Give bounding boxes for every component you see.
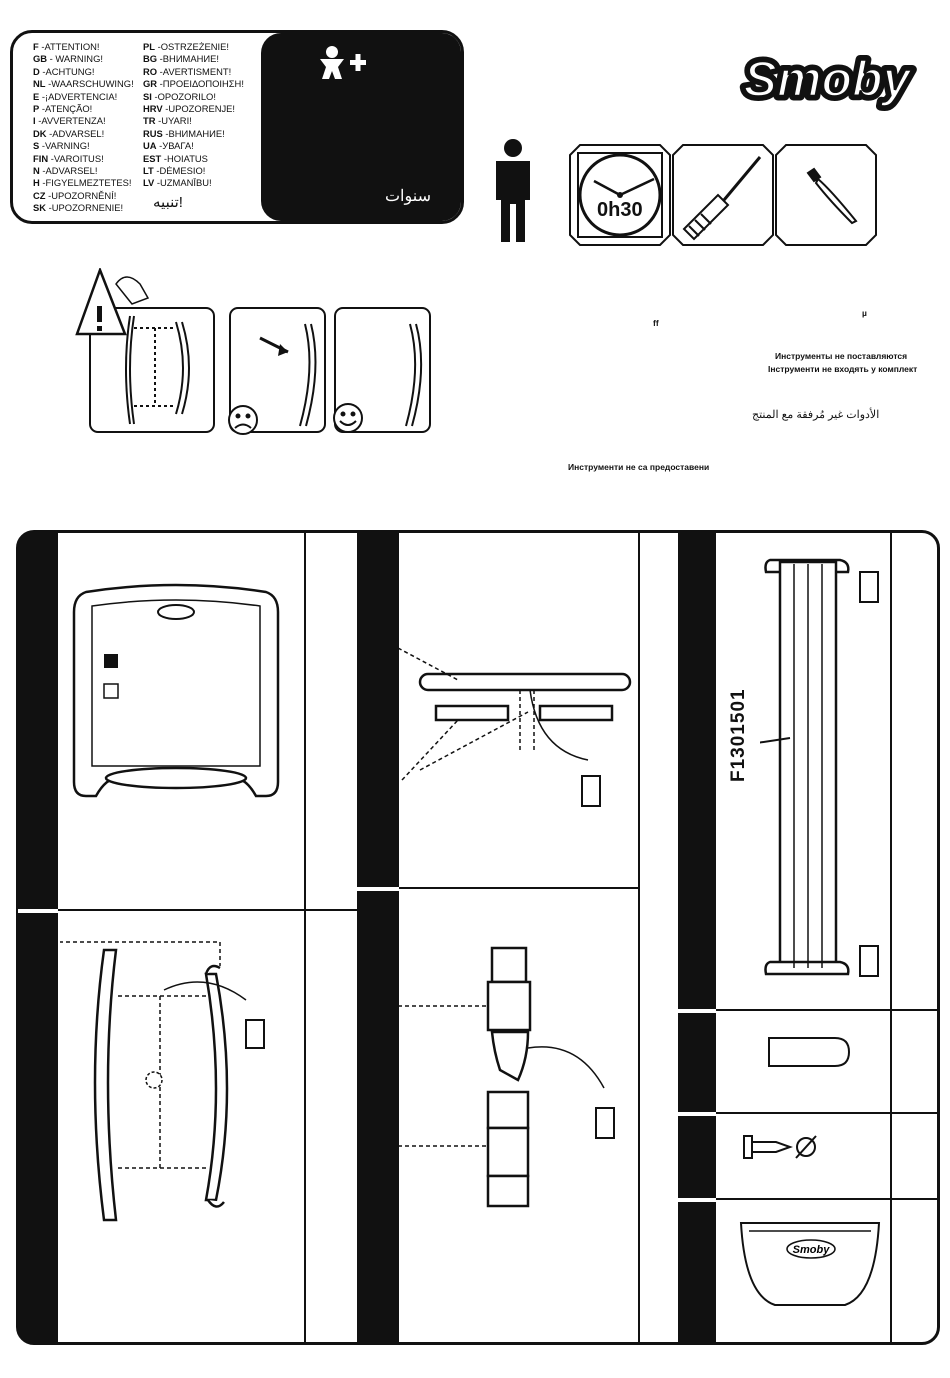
warning-item: DK -ADVARSEL!	[33, 127, 105, 139]
warning-item: H -FIGYELMEZTETES!	[33, 177, 132, 189]
warning-item: F -ATTENTION!	[33, 41, 100, 52]
warning-item: P -ATENÇÃO!	[33, 103, 93, 115]
note-ru: Инструменты не поставляются	[775, 351, 908, 361]
step-bar-left	[18, 532, 58, 1343]
warning-item: E -¡ADVERTENCIA!	[33, 90, 118, 102]
caution-triangle-icon	[75, 268, 127, 336]
note-ua: Інструменти не входять у комплект	[768, 364, 918, 374]
warning-item: BG -ВНИМАНИЕ!	[143, 53, 219, 65]
knife-icon	[806, 167, 858, 225]
long-tube-illustration	[760, 558, 879, 977]
warning-item: SI -OPOZORILO!	[143, 90, 216, 102]
warning-item: SK -UPOZORNENIE!	[33, 202, 124, 214]
white-swatch	[103, 683, 119, 699]
time-label: 0h30	[597, 199, 643, 221]
trash-bin-icon	[859, 571, 879, 603]
warning-item: N -ADVARSEL!	[33, 165, 98, 177]
tube-assembly-illustration	[398, 946, 615, 1208]
note-ar: الأدوات غير مُرفقة مع المنتج	[752, 409, 880, 421]
warning-item: LT -DĖMESIO!	[143, 165, 206, 177]
svg-text:Smoby: Smoby	[744, 51, 913, 107]
svg-text:Smoby: Smoby	[744, 51, 913, 107]
warning-item: HRV -UPOZORENJE!	[143, 103, 236, 115]
step-bar-middle	[357, 532, 399, 1343]
clock-icon	[577, 152, 663, 238]
note-bg: Инструменти не са предоставени	[568, 462, 710, 472]
warning-item: RO -AVERTISMENT!	[143, 65, 232, 77]
board-front-illustration	[72, 583, 280, 798]
step-bar-right	[678, 532, 716, 1343]
note-ff: ff	[653, 318, 659, 328]
arabic-warning: تنبيه!	[153, 194, 183, 211]
warning-item: EST -HOIATUS	[143, 152, 208, 164]
warning-item: S -VARNING!	[33, 140, 90, 152]
cap-part-illustration	[768, 1037, 851, 1067]
tool-icons-row	[569, 144, 877, 246]
happy-face-icon	[333, 403, 363, 433]
trash-bin-icon	[859, 945, 879, 977]
warning-list-right: PL -OSTRZEŻENIE! BG -ВНИМАНИЕ! RO -AVERT…	[143, 41, 244, 190]
storage-tray-illustration: Smoby	[739, 1222, 881, 1306]
warning-item: CZ -UPOZORNĚNÍ!	[33, 189, 117, 201]
trash-bin-icon	[245, 1019, 265, 1049]
warning-item: I -AVVERTENZA!	[33, 115, 106, 127]
part-code: F1301501	[728, 688, 749, 782]
warning-item: NL -WAARSCHUWING!	[33, 78, 134, 90]
assembly-frame	[16, 530, 940, 1345]
warning-item: TR -UYARI!	[143, 115, 192, 127]
smoby-logo-small: Smoby	[793, 1244, 831, 1256]
top-bar-illustration	[398, 647, 632, 807]
warning-box: F -ATTENTION! GB - WARNING! D -ACHTUNG! …	[10, 30, 464, 224]
black-swatch	[104, 654, 118, 668]
warning-item: D -ACHTUNG!	[33, 65, 95, 77]
warning-item: GR -ΠΡΟΕΙΔΟΠΟΙΗΣΗ!	[143, 78, 244, 90]
age-label: سنوات	[384, 188, 431, 205]
screw-diameter-illustration	[743, 1135, 817, 1159]
diameter-icon	[796, 1137, 816, 1157]
warning-item: UA -УВАГА!	[143, 140, 194, 152]
warning-item: FIN -VAROITUS!	[33, 152, 104, 164]
screwdriver-icon	[682, 156, 762, 241]
side-assembly-illustration	[60, 941, 265, 1222]
age-panel: سنوات	[261, 33, 461, 221]
warning-item: LV -UZMANĪBU!	[143, 177, 212, 189]
child-plus-icon	[320, 46, 366, 79]
packaging-warning-illustration	[75, 268, 431, 435]
sad-face-icon	[228, 405, 258, 435]
trash-bin-icon	[595, 1107, 615, 1139]
trash-bin-icon	[581, 775, 601, 807]
warning-list-left: F -ATTENTION! GB - WARNING! D -ACHTUNG! …	[33, 41, 134, 215]
note-mu: µ	[862, 308, 867, 318]
smoby-logo: Smoby Smoby	[739, 47, 917, 112]
warning-item: PL -OSTRZEŻENIE!	[143, 41, 229, 52]
warning-item: RUS -ВНИМАНИЕ!	[143, 127, 225, 139]
adult-person-icon	[496, 139, 530, 242]
warning-item: GB - WARNING!	[33, 53, 103, 65]
